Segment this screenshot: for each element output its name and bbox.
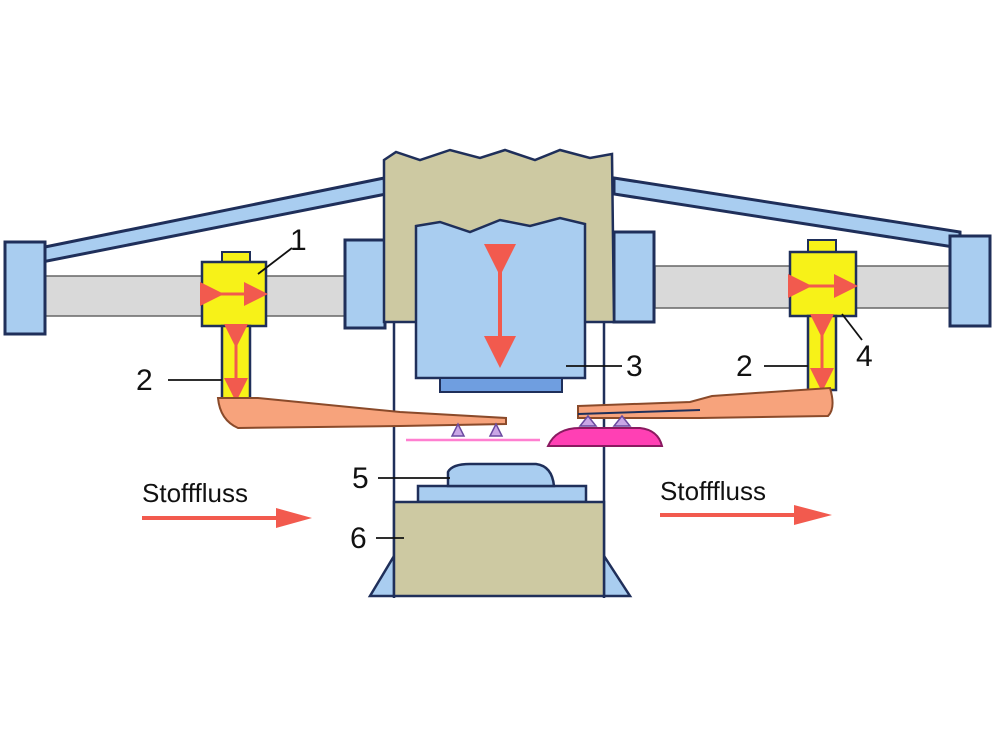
label-6: 6	[350, 522, 367, 555]
suction-cup-left-1	[450, 422, 466, 437]
suction-cup-right-2	[612, 414, 632, 427]
gripper-left	[406, 422, 540, 442]
label-1: 1	[290, 224, 307, 257]
upper-die	[439, 377, 563, 393]
flow-arrows	[142, 505, 832, 528]
leader-1	[257, 247, 293, 275]
leader-4	[841, 313, 863, 341]
label-2-left: 2	[136, 364, 153, 397]
transfer-arm-right-edge	[577, 409, 701, 415]
suction-cup-right-1	[578, 414, 598, 427]
lower-die-punch	[446, 462, 556, 488]
label-4: 4	[856, 340, 873, 373]
flow-arrow-left-head	[276, 508, 312, 528]
tie-bar-left	[38, 176, 388, 264]
label-5: 5	[352, 462, 369, 495]
carriage-right-cap	[807, 239, 837, 253]
number-labels: 1 2 3 2 4 5 6	[136, 224, 873, 555]
end-block-inner-right	[612, 230, 656, 324]
flow-label-right: Stofffluss	[660, 476, 766, 506]
gripper-right	[546, 414, 664, 447]
end-block-inner-left	[343, 238, 387, 330]
bed-foot-right	[602, 551, 633, 598]
transfer-arm-right	[577, 386, 834, 419]
flow-labels: Stofffluss Stofffluss	[142, 476, 766, 508]
label-3: 3	[626, 350, 643, 383]
carriage-left	[200, 251, 268, 402]
suction-cup-left-2	[488, 422, 504, 437]
end-block-far-left	[3, 240, 47, 336]
ram	[414, 216, 587, 393]
press-bed	[367, 500, 633, 598]
tie-bar-right	[612, 176, 962, 250]
label-2-right: 2	[736, 350, 753, 383]
end-block-far-right	[948, 234, 992, 328]
leader-lines	[168, 247, 863, 539]
transfer-arms	[216, 386, 834, 430]
lower-die	[416, 462, 588, 504]
bolster-plate	[416, 484, 588, 504]
bed-body	[392, 500, 606, 598]
carriage-right-body	[788, 250, 858, 318]
transfer-arm-left	[216, 397, 507, 430]
flow-arrow-right-head	[794, 505, 832, 525]
formed-part-right	[546, 427, 664, 447]
tie-bars	[38, 176, 962, 264]
bed-foot-left	[367, 551, 396, 598]
carriage-right	[788, 239, 858, 392]
rail-left	[44, 275, 346, 317]
flow-label-left: Stofffluss	[142, 478, 248, 508]
